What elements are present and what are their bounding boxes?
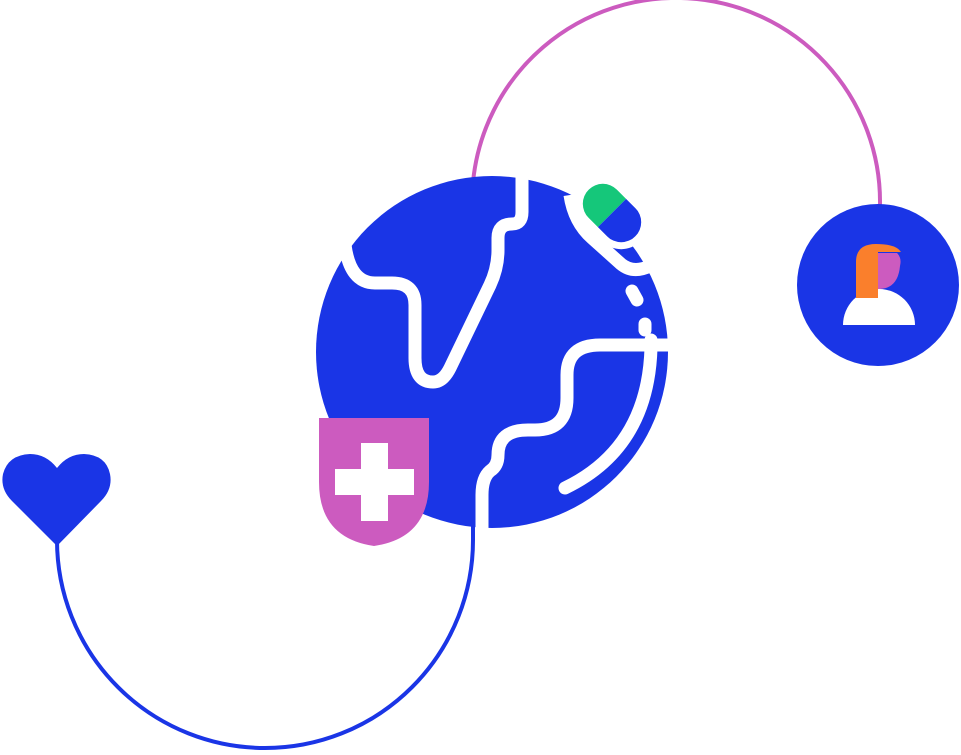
pink-connector-line	[471, 0, 883, 206]
blue-connector-line	[55, 520, 475, 750]
heart-icon	[2, 454, 111, 546]
user-avatar-icon	[797, 204, 959, 366]
shield-cross-icon	[319, 418, 429, 546]
